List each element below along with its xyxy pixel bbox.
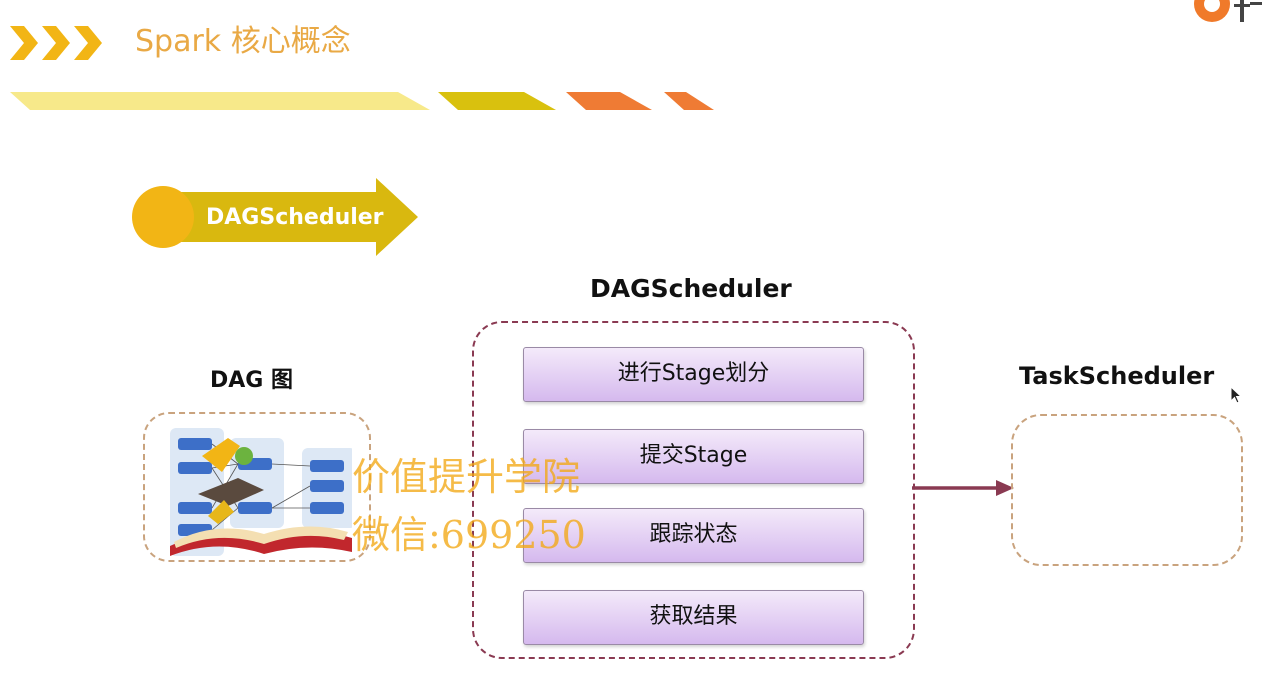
step-track-status: 跟踪状态	[523, 508, 864, 563]
decorative-stripes	[10, 92, 714, 110]
section-arrow-badge	[132, 178, 418, 256]
section-label: DAGScheduler	[206, 205, 384, 230]
dag-title: DAG 图	[210, 368, 294, 393]
dagscheduler-title: DAGScheduler	[590, 274, 792, 303]
mouse-cursor-icon	[1230, 386, 1242, 404]
dagscheduler-container	[472, 321, 915, 659]
slide-title: Spark 核心概念	[135, 24, 351, 59]
dag-graph-icon	[170, 428, 352, 556]
logo-icon	[1194, 0, 1262, 22]
step-submit-stage: 提交Stage	[523, 429, 864, 484]
watermark-line-1: 价值提升学院	[352, 455, 581, 499]
dag-container	[143, 412, 371, 562]
chevrons-icon	[10, 26, 102, 60]
watermark-line-2: 微信:699250	[352, 513, 586, 557]
taskscheduler-title: TaskScheduler	[1019, 362, 1215, 390]
arrow-right-icon	[912, 480, 1014, 496]
step-get-result: 获取结果	[523, 590, 864, 645]
step-stage-division: 进行Stage划分	[523, 347, 864, 402]
taskscheduler-container	[1011, 414, 1243, 566]
